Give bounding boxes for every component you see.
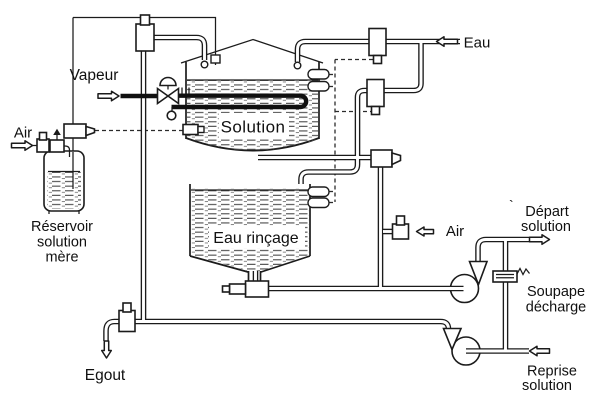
- air-valve-left-body: [36, 138, 50, 153]
- steam-flow-arrow: [97, 90, 120, 102]
- rinse-label-band: [209, 226, 305, 248]
- label-reprise-1: Reprise: [527, 364, 577, 380]
- solution-label-band: [219, 113, 289, 138]
- air-valve-left-cap: [38, 131, 48, 141]
- label-air-right: Air: [446, 223, 464, 240]
- rinse-tank-cone: [189, 255, 311, 282]
- fill-valve-body: [135, 23, 155, 52]
- fill-nozzle-ball: [200, 60, 209, 69]
- depart-flow-arrow: [528, 233, 551, 246]
- reprise-flow-arrow: [528, 345, 551, 357]
- water-nozzle-ball: [293, 61, 302, 70]
- pump-1-funnel: [468, 260, 489, 287]
- label-egout: Egout: [85, 367, 126, 384]
- level-sensor-nozzle: [85, 125, 96, 137]
- label-rinse-tank: Eau rinçage: [213, 230, 298, 247]
- label-reservoir-3: mère: [45, 250, 78, 266]
- solution-probe-1: [307, 68, 330, 80]
- air-valve-right-cap: [395, 215, 406, 226]
- label-eau: Eau: [464, 35, 491, 52]
- control-lines: [95, 58, 374, 204]
- labels: Vapeur Air Eau Air Egout Solution Eau ri…: [14, 35, 586, 395]
- pipes-core: [104, 36, 531, 353]
- tank-probe-nub: [197, 125, 205, 134]
- fittings: [36, 14, 489, 352]
- steam-valve-body-left: [156, 86, 170, 106]
- air-right-flow-arrow: [415, 226, 435, 237]
- steam-valve-actuator: [159, 76, 177, 87]
- mother-liquor-reservoir: [43, 150, 85, 214]
- roof-vent-nozzle: [210, 54, 221, 64]
- sewer-valve-body: [118, 309, 136, 333]
- flow-arrows: [10, 35, 551, 359]
- relief-valve-body: [492, 270, 518, 283]
- reservoir-liquid-hatch: [47, 170, 81, 209]
- steam-valve-body-right: [166, 86, 180, 106]
- tank-probe-body: [182, 123, 199, 136]
- coil-wall-flanges: [181, 87, 190, 94]
- label-reservoir-2: solution: [37, 235, 87, 251]
- solution-probe-2: [307, 80, 330, 92]
- steam-trap: [166, 110, 177, 121]
- steam-system: [120, 76, 309, 121]
- label-soupape-1: Soupape: [527, 284, 585, 300]
- solution-drain-valve-body: [370, 149, 393, 168]
- label-reprise-2: solution: [522, 378, 572, 394]
- rinse-probe-2: [307, 197, 330, 209]
- air-valve-right-body: [391, 223, 410, 240]
- label-depart-1: Départ: [525, 204, 569, 220]
- label-soupape-2: décharge: [526, 300, 586, 316]
- sewer-flow-arrow: [100, 340, 113, 359]
- label-reservoir-1: Réservoir: [31, 219, 93, 235]
- relief-valve-spring: [516, 267, 530, 276]
- label-depart-tick: `: [509, 197, 514, 213]
- water-valve-2-body: [366, 78, 385, 108]
- solution-drain-valve-nozzle: [391, 151, 402, 166]
- water-valve-1-stem: [372, 54, 383, 65]
- air-check-fitting: [49, 139, 65, 153]
- rinse-drain-valve-side: [228, 283, 247, 295]
- rinse-drain-valve-nub: [221, 285, 231, 293]
- label-solution-tank: Solution: [221, 118, 286, 137]
- rinse-probe-1: [307, 186, 330, 198]
- air-check-arrow-icon: [53, 128, 61, 135]
- relief-valve-lines: [496, 273, 514, 279]
- level-sensor-body: [63, 123, 87, 139]
- air-left-flow-arrow: [10, 139, 34, 152]
- water-valve-2-stem: [370, 105, 381, 116]
- water-flow-arrow: [435, 35, 459, 48]
- water-valve-1-body: [368, 27, 387, 57]
- label-air-left: Air: [14, 125, 32, 142]
- heating-coil: [171, 93, 309, 110]
- label-vapeur: Vapeur: [70, 67, 119, 84]
- label-depart-2: solution: [521, 219, 571, 235]
- reservoir-feet: [48, 211, 80, 214]
- sewer-valve-cap: [122, 302, 132, 313]
- relief-valve: [492, 267, 530, 283]
- rinse-drain-valve-body: [244, 280, 270, 298]
- pump-2-funnel: [442, 327, 463, 352]
- fill-valve-cap: [139, 14, 151, 26]
